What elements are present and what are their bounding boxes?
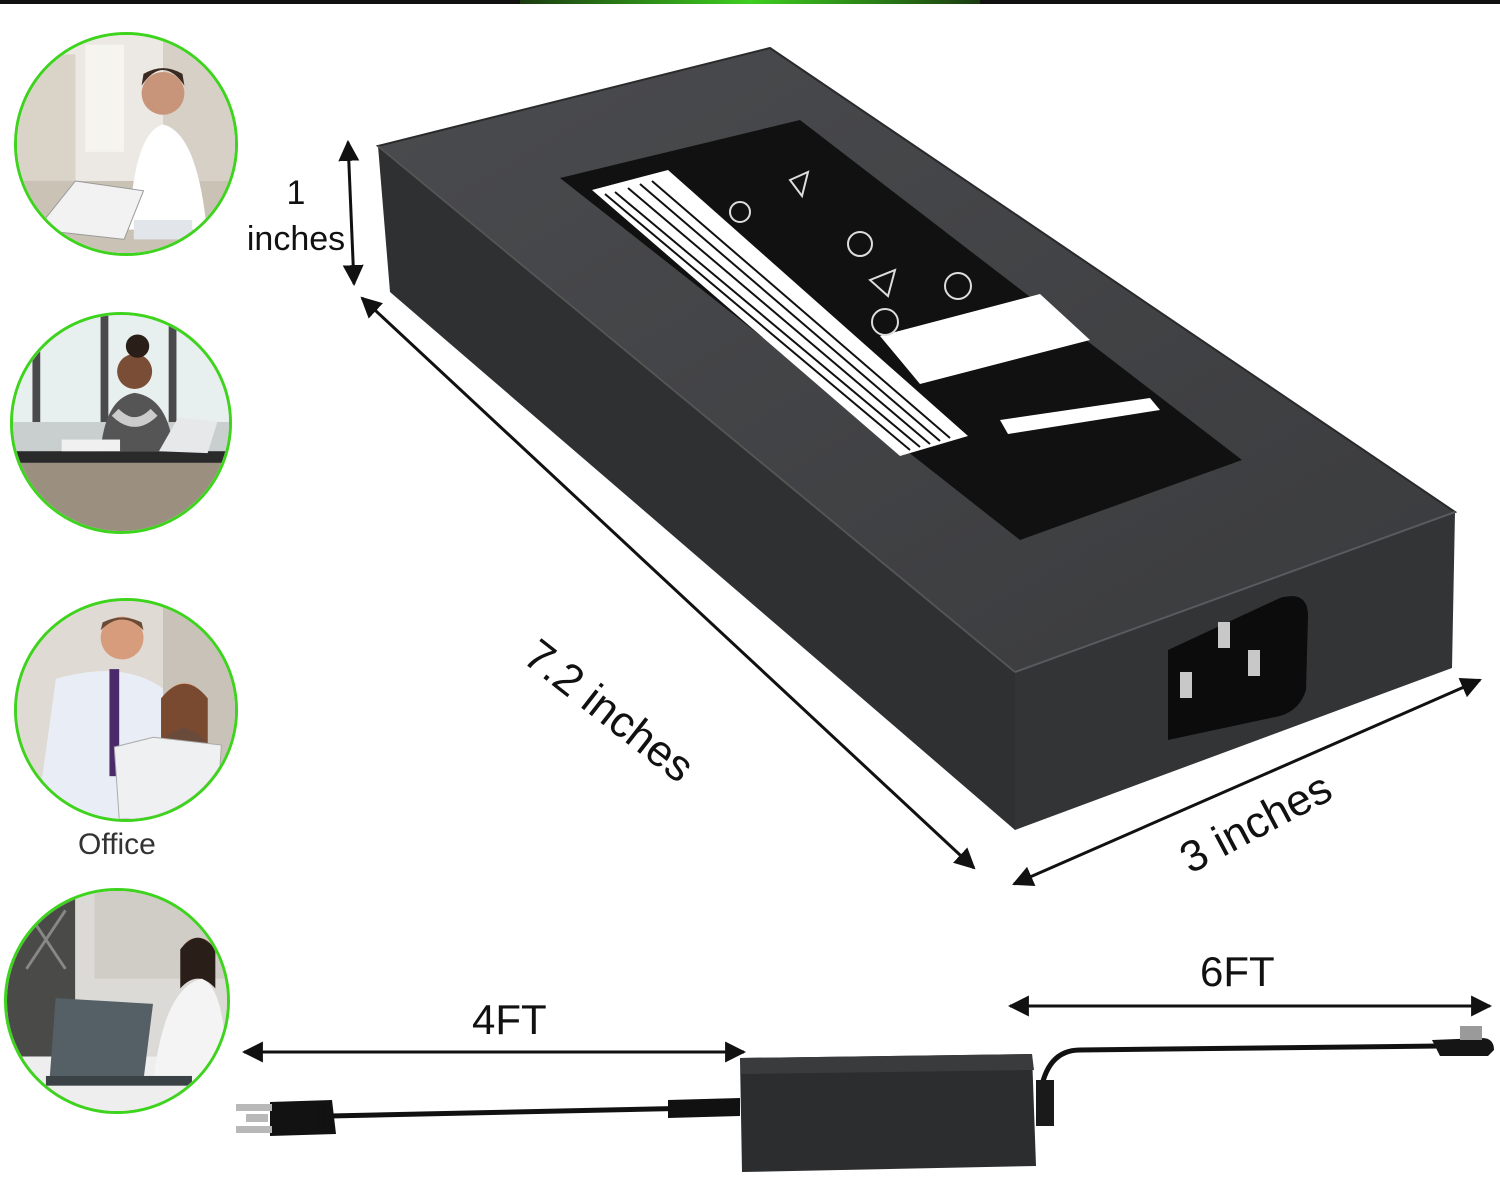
height-arrow xyxy=(338,139,364,287)
dc-cable-length-label: 6FT xyxy=(1200,948,1275,995)
top-border-glow xyxy=(520,0,980,4)
scene-photo-1 xyxy=(14,32,238,256)
height-label: 1 inches xyxy=(236,170,356,262)
adapter-with-cables xyxy=(236,1026,1494,1172)
woman-with-laptop-photo-icon xyxy=(17,35,235,253)
ac-cable-length-label: 4FT xyxy=(472,996,547,1043)
office-caption: Office xyxy=(78,828,156,861)
length-arrow xyxy=(360,296,976,870)
height-value: 1 xyxy=(286,174,306,212)
top-border xyxy=(0,0,1500,4)
woman-studying-photo-icon xyxy=(13,315,229,531)
width-arrow xyxy=(1012,677,1482,887)
scene-photo-2 xyxy=(10,312,232,534)
height-unit: inches xyxy=(246,220,346,258)
